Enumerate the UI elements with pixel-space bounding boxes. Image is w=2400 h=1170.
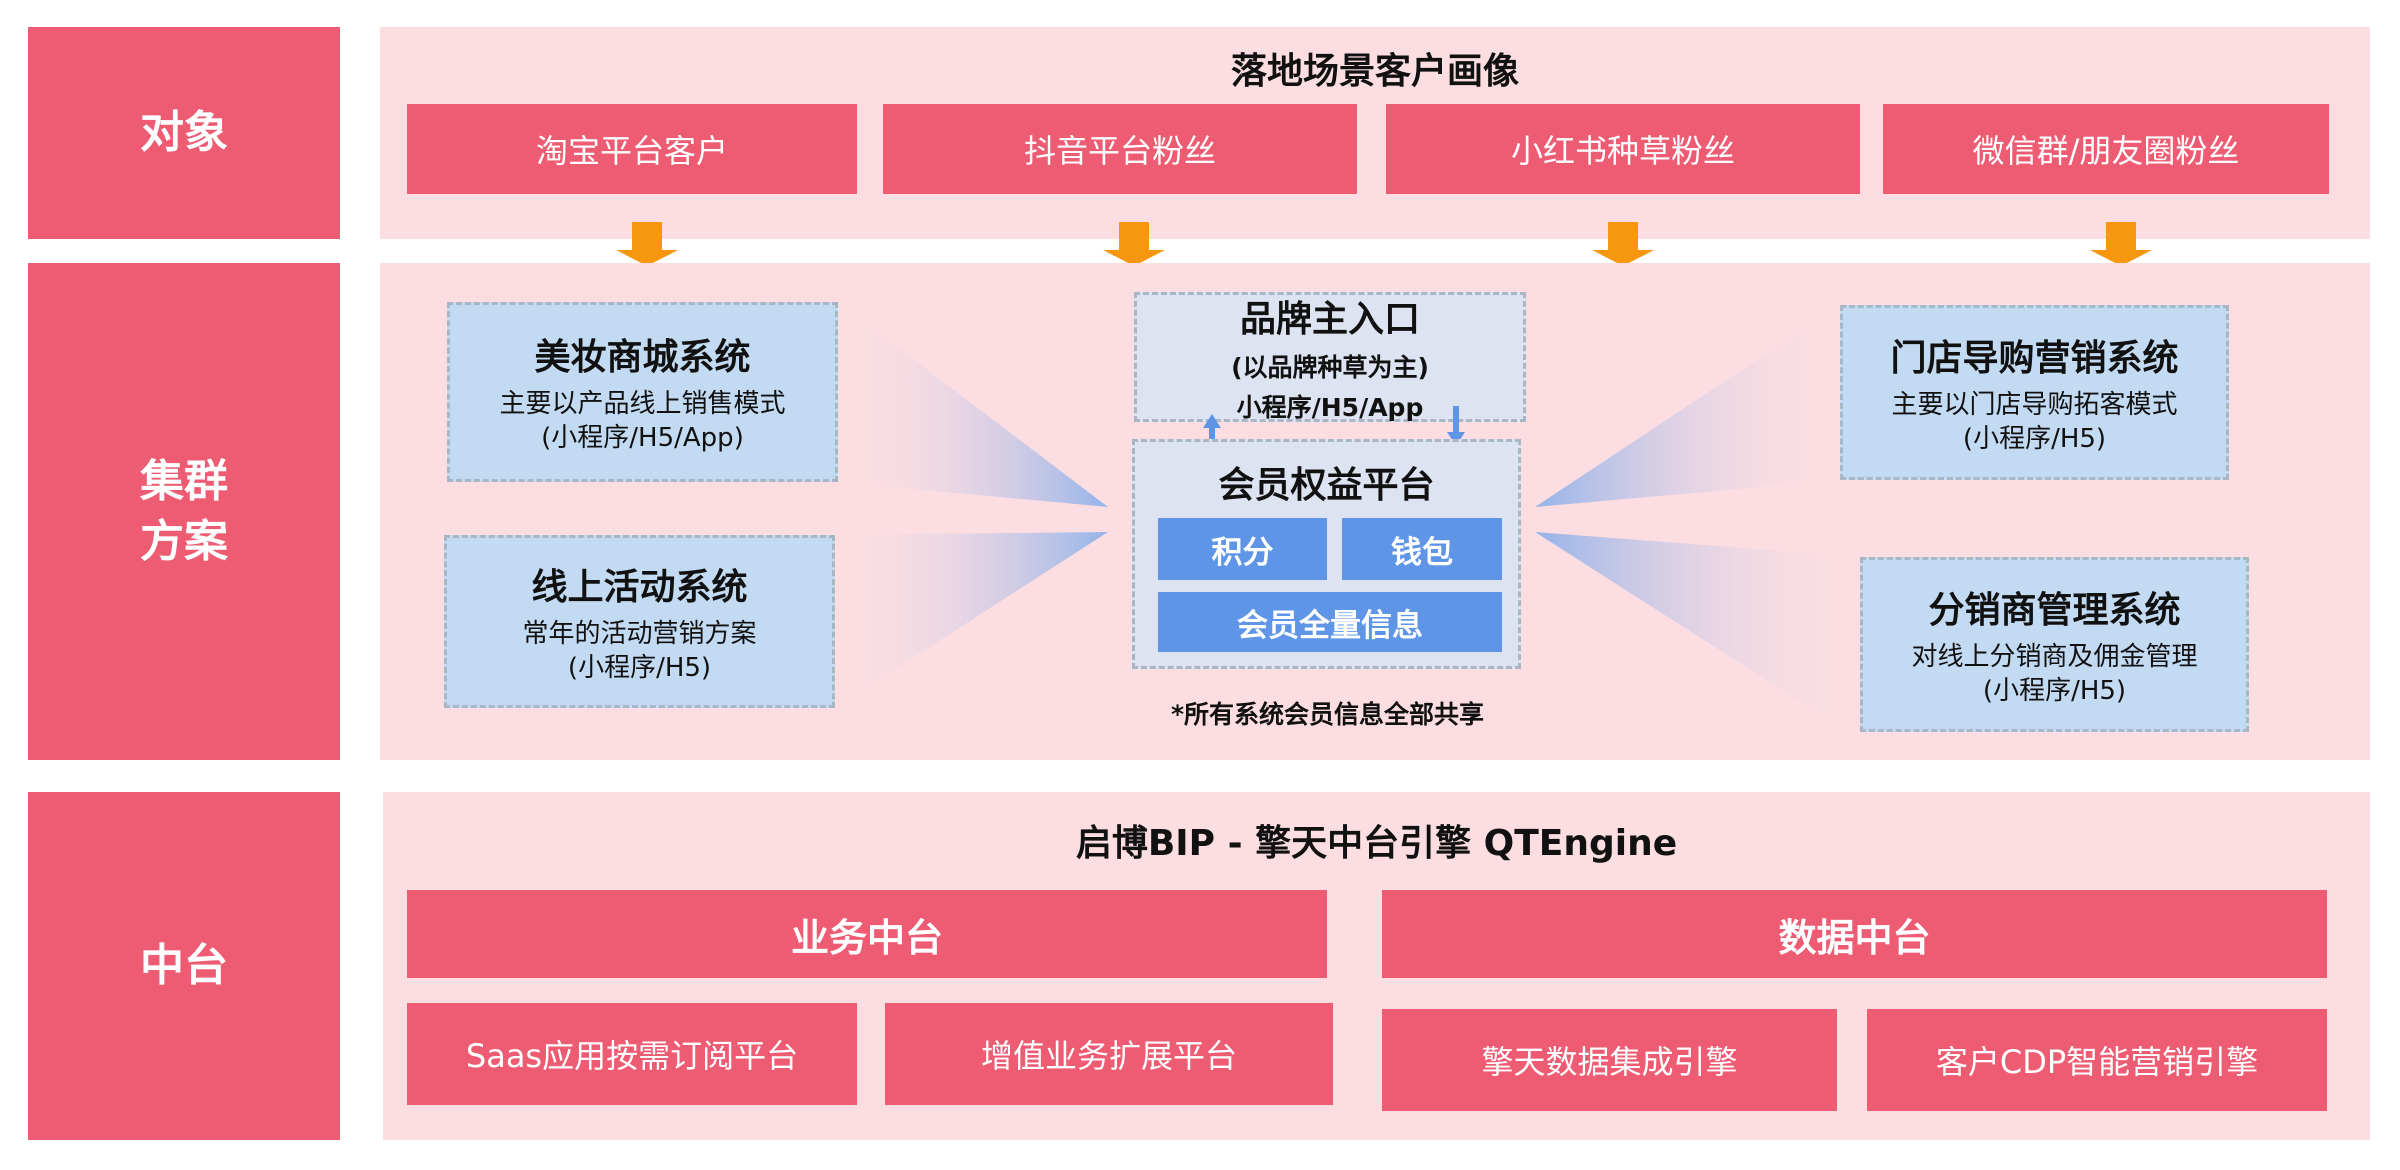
value-added-extension-platform: 增值业务扩展平台 bbox=[885, 1003, 1333, 1105]
member-platform-title: 会员权益平台 bbox=[1218, 465, 1435, 506]
card-store-guide-title: 门店导购营销系统 bbox=[1890, 337, 2179, 379]
data-platform-header: 数据中台 bbox=[1382, 890, 2327, 978]
objects-title: 落地场景客户画像 bbox=[1230, 51, 1519, 92]
business-platform-header: 业务中台 bbox=[407, 890, 1327, 978]
down-arrow-icon bbox=[616, 222, 678, 266]
down-arrow-icon bbox=[1447, 406, 1465, 446]
middle-title: 启博BIP - 擎天中台引擎 QTEngine bbox=[1075, 823, 1678, 864]
beam-left-bottom bbox=[835, 532, 1108, 708]
data-integration-engine: 擎天数据集成引擎 bbox=[1382, 1009, 1837, 1111]
card-store-guide: 门店导购营销系统 主要以门店导购拓客模式 (小程序/H5) bbox=[1840, 305, 2229, 480]
card-online-activity-platforms: (小程序/H5) bbox=[567, 652, 712, 683]
tile-wallet: 钱包 bbox=[1342, 518, 1502, 580]
card-beauty-mall-title: 美妆商城系统 bbox=[534, 337, 751, 379]
down-arrow-icon bbox=[2090, 222, 2152, 266]
card-beauty-mall-desc: 主要以产品线上销售模式 bbox=[499, 389, 786, 420]
object-xiaohongshu: 小红书种草粉丝 bbox=[1386, 104, 1860, 194]
cdp-marketing-engine: 客户CDP智能营销引擎 bbox=[1867, 1009, 2327, 1111]
tile-points: 积分 bbox=[1158, 518, 1327, 580]
card-distributor: 分销商管理系统 对线上分销商及佣金管理 (小程序/H5) bbox=[1860, 557, 2249, 732]
row-label-cluster-text: 集群 方案 bbox=[140, 452, 228, 571]
card-online-activity-title: 线上活动系统 bbox=[531, 566, 748, 608]
card-beauty-mall: 美妆商城系统 主要以产品线上销售模式 (小程序/H5/App) bbox=[447, 302, 838, 482]
beam-right-top bbox=[1535, 305, 1840, 507]
object-taobao: 淘宝平台客户 bbox=[407, 104, 857, 194]
up-arrow-icon bbox=[1203, 414, 1221, 454]
brand-entry-subtitle: (以品牌种草为主) bbox=[1231, 353, 1429, 382]
beam-left-top bbox=[838, 302, 1108, 507]
brand-entry-platforms: 小程序/H5/App bbox=[1236, 393, 1424, 422]
row-label-cluster-line1: 集群 bbox=[140, 456, 228, 508]
object-wechat: 微信群/朋友圈粉丝 bbox=[1883, 104, 2329, 194]
brand-entry: 品牌主入口 (以品牌种草为主) 小程序/H5/App bbox=[1134, 292, 1526, 422]
row-label-middle-text: 中台 bbox=[140, 940, 228, 992]
card-distributor-desc: 对线上分销商及佣金管理 bbox=[1911, 641, 2198, 672]
card-store-guide-platforms: (小程序/H5) bbox=[1962, 423, 2107, 454]
row-label-cluster: 集群 方案 bbox=[28, 263, 340, 760]
down-arrow-icon bbox=[1103, 222, 1165, 266]
saas-subscription-platform: Saas应用按需订阅平台 bbox=[407, 1003, 857, 1105]
beam-right-bottom bbox=[1535, 532, 1860, 740]
card-online-activity: 线上活动系统 常年的活动营销方案 (小程序/H5) bbox=[444, 535, 835, 708]
row-label-cluster-line2: 方案 bbox=[140, 515, 228, 567]
object-douyin: 抖音平台粉丝 bbox=[883, 104, 1357, 194]
brand-entry-title: 品牌主入口 bbox=[1239, 299, 1420, 340]
card-online-activity-desc: 常年的活动营销方案 bbox=[522, 618, 757, 649]
card-distributor-platforms: (小程序/H5) bbox=[1982, 675, 2127, 706]
row-label-objects: 对象 bbox=[28, 27, 340, 239]
tile-member-full-info: 会员全量信息 bbox=[1158, 592, 1502, 652]
down-arrow-icon bbox=[1592, 222, 1654, 266]
card-store-guide-desc: 主要以门店导购拓客模式 bbox=[1891, 389, 2178, 420]
card-beauty-mall-platforms: (小程序/H5/App) bbox=[541, 423, 744, 453]
shared-info-note: *所有系统会员信息全部共享 bbox=[1170, 700, 1485, 729]
row-label-objects-text: 对象 bbox=[140, 107, 228, 159]
card-distributor-title: 分销商管理系统 bbox=[1928, 589, 2181, 631]
row-label-middle: 中台 bbox=[28, 792, 340, 1140]
